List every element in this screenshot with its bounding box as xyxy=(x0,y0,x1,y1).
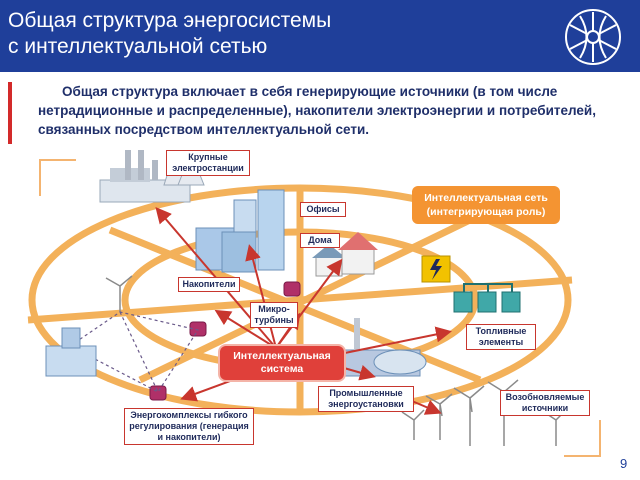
label-industrial: Промышленные энергоустановки xyxy=(318,386,414,412)
page-number: 9 xyxy=(620,456,628,471)
label-micro-turbines: Микро-турбины xyxy=(250,302,298,328)
label-flex-complex: Энергокомплексы гибкого регулирования (г… xyxy=(124,408,254,445)
title-line-2: с интеллектуальной сетью xyxy=(8,35,268,58)
smart-meter-illustration xyxy=(421,255,451,283)
label-offices: Офисы xyxy=(300,202,346,217)
wind-turbines-illustration xyxy=(105,275,567,446)
storage-barrels-illustration xyxy=(149,281,301,401)
label-renewables: Возобновляемые источники xyxy=(500,390,590,416)
company-logo-icon xyxy=(565,9,621,65)
label-homes: Дома xyxy=(300,233,340,248)
label-smart-system: Интеллектуальная система xyxy=(220,346,344,380)
page-title: Общая структура энергосистемы с интеллек… xyxy=(8,8,478,60)
label-large-plants: Крупные электростанции xyxy=(166,150,250,176)
title-line-1: Общая структура энергосистемы xyxy=(8,9,332,32)
accent-bar xyxy=(8,82,12,144)
lightning-icon xyxy=(430,259,442,280)
flex-network-lines xyxy=(69,311,199,393)
header-bar: Общая структура энергосистемы с интеллек… xyxy=(0,0,640,72)
corner-bracket xyxy=(39,159,76,196)
fuel-cells-illustration xyxy=(453,283,521,313)
corner-bracket xyxy=(564,420,601,457)
label-smart-grid: Интеллектуальная сеть (интегрирующая рол… xyxy=(412,186,560,224)
label-storage: Накопители xyxy=(178,277,240,292)
label-fuel-cells: Топливные элементы xyxy=(466,324,536,350)
distributed-building-illustration xyxy=(45,327,97,377)
office-buildings-illustration xyxy=(195,189,285,273)
intro-text: Общая структура включает в себя генериру… xyxy=(38,84,596,137)
